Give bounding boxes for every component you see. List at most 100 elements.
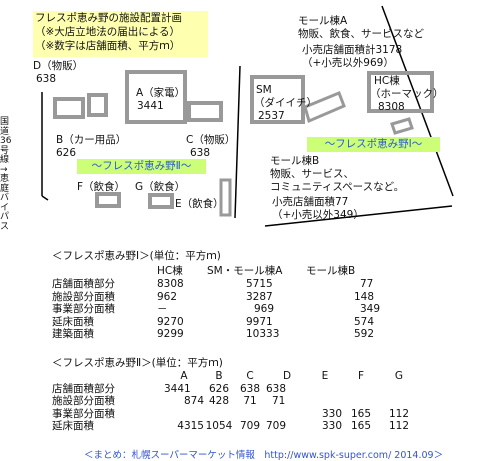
- cell: 3287: [246, 290, 273, 303]
- table-row: 店舗面積部分 3441 626 638 638: [52, 383, 418, 396]
- row-label: 延床面積: [52, 315, 94, 328]
- table-row: 延床面積 9270 9971 574: [52, 316, 380, 329]
- cell: 71: [243, 395, 257, 407]
- table-row: 事業部分面積 － 969 349: [52, 303, 380, 316]
- route-label: 国道36号線→恵庭バイパス: [0, 117, 12, 232]
- cell: 874: [183, 395, 204, 407]
- row-label: 店舗面積部分: [52, 278, 115, 290]
- cell: 165: [350, 407, 372, 420]
- cell: [342, 383, 380, 396]
- cell: 709: [266, 420, 287, 432]
- cell: [380, 383, 418, 396]
- road-bottom: [264, 205, 453, 227]
- label-a-area: 3441: [137, 100, 164, 112]
- label-hc-name1: HC棟: [374, 75, 400, 87]
- label-b-area: 626: [56, 147, 77, 159]
- label-hc-name2: （ホーマック）: [370, 88, 444, 100]
- cell: 8308: [157, 278, 184, 290]
- label-f-name: F（飲食）: [77, 181, 126, 193]
- table2-header: ＜フレスポ恵み野Ⅱ＞(単位：平方ｍ): [52, 357, 223, 369]
- cell: 77: [360, 278, 374, 290]
- cell: [308, 395, 342, 408]
- cell: 9299: [157, 328, 184, 340]
- label-sm-area: 2537: [258, 110, 285, 122]
- cell: [164, 408, 204, 421]
- label-a-name: A（家電）: [136, 87, 186, 99]
- cell: 9270: [157, 315, 184, 328]
- cell: 165: [350, 420, 372, 432]
- mall-a-line-1: モール棟A: [298, 15, 348, 27]
- cell: [266, 408, 308, 421]
- cell: 626: [208, 382, 230, 395]
- cell: 962: [157, 290, 178, 303]
- table-row: 建築面積 9299 10333 592: [52, 328, 380, 341]
- road-right: [381, 5, 454, 197]
- cell: 638: [266, 382, 287, 395]
- label-e-name: E（飲食）: [175, 198, 224, 210]
- label-d-name: D（物販）: [33, 60, 84, 72]
- col-head: E: [321, 370, 329, 382]
- table-row: 延床面積 4315 1054 709 709 330 165 112: [52, 420, 418, 433]
- building-c: [187, 101, 223, 122]
- building-f: [95, 192, 121, 208]
- building-b: [87, 93, 108, 117]
- cell: 969: [254, 303, 275, 315]
- table-row: 施設部分面積 962 3287 148: [52, 291, 380, 304]
- cell: 10333: [246, 328, 280, 340]
- col-head: D: [282, 370, 292, 382]
- cell: [380, 395, 418, 408]
- table-row: 施設部分面積 874 428 71 71: [52, 395, 418, 408]
- zone-2-label: ～フレスポ恵み野Ⅱ～: [77, 159, 206, 174]
- row-label: 延床面積: [52, 420, 94, 432]
- col-head: C: [246, 370, 254, 382]
- cell: 709: [239, 420, 261, 432]
- cell: 330: [321, 407, 342, 420]
- table1-header: ＜フレスポ恵み野Ⅰ＞(単位：平方ｍ): [52, 250, 221, 262]
- cell: 638: [239, 382, 261, 395]
- cell: 71: [272, 395, 286, 407]
- label-c-area: 638: [190, 147, 211, 159]
- mall-b-line-3: コミュニティスペースなど。: [270, 181, 405, 193]
- cell: 9971: [246, 315, 273, 328]
- footer-credit[interactable]: ＜まとめ：札幌スーパーマーケット情報 http://www.spk-super.…: [84, 450, 444, 461]
- road-center: [234, 65, 241, 219]
- table1: 店舗面積部分 8308 5715 77 施設部分面積 962 3287 148 …: [52, 278, 380, 341]
- cell: 592: [354, 328, 375, 340]
- mall-b-line-4: 小売店舗面積77: [272, 196, 349, 208]
- table2: A B C D E F G 店舗面積部分 3441 626 638 638 施設…: [52, 370, 418, 433]
- cell: 330: [321, 420, 342, 432]
- building-sm: [250, 75, 305, 124]
- cell: 112: [388, 407, 410, 420]
- building-mall-b: [390, 117, 414, 135]
- cell: [308, 383, 342, 396]
- row-label: 施設部分面積: [52, 395, 115, 407]
- label-g-name: G（飲食）: [135, 181, 186, 193]
- row-label: 事業部分面積: [52, 407, 115, 420]
- building-e: [219, 178, 232, 217]
- col-head: G: [394, 370, 404, 382]
- row-label: 建築面積: [52, 328, 94, 340]
- zone-1-label: ～フレスポ恵み野Ⅰ～: [307, 137, 440, 152]
- building-g: [148, 193, 174, 209]
- cell: 574: [354, 315, 375, 328]
- building-a: [125, 70, 187, 124]
- table1-col-sm-mall-a: SM・モール棟A: [207, 265, 283, 277]
- road-left-end: [41, 195, 49, 201]
- label-d-area: 638: [36, 73, 57, 85]
- mall-b-line-2: 物販、サービス、: [270, 168, 354, 180]
- table1-col-mall-b: モール棟B: [306, 265, 356, 277]
- cell: －: [157, 303, 168, 315]
- cell: 428: [208, 395, 230, 407]
- cell: 4315: [177, 420, 204, 432]
- building-d: [53, 97, 85, 119]
- cell: 148: [354, 290, 375, 303]
- mall-a-line-3: 小売店舗面積計3178: [302, 44, 403, 56]
- label-sm-name2: （ダイイチ）: [254, 97, 317, 109]
- col-head: A: [180, 370, 188, 382]
- mall-b-line-1: モール棟B: [270, 155, 320, 167]
- title-line-2: （※大店立地法の届出による）: [35, 26, 180, 38]
- title-line-3: （※数字は店舗面積、平方ｍ）: [35, 40, 181, 52]
- label-sm-name1: SM: [256, 84, 272, 96]
- row-label: 事業部分面積: [52, 303, 115, 315]
- building-mall-a: [303, 91, 346, 124]
